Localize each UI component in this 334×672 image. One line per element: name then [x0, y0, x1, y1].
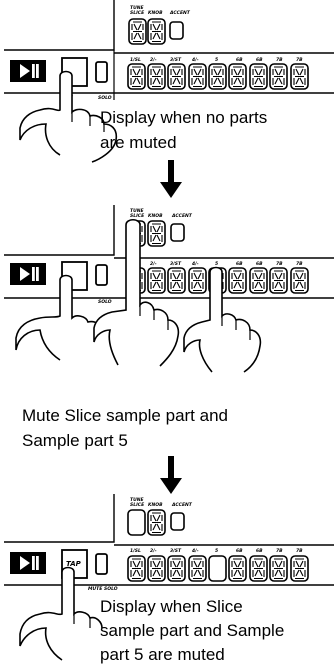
tap-label: TAP [66, 560, 82, 568]
svg-text:4/-: 4/- [192, 261, 199, 267]
play-pause-button[interactable] [10, 263, 46, 285]
play-pause-button[interactable] [10, 60, 46, 82]
digit-knob [147, 18, 166, 45]
svg-text:6B: 6B [256, 261, 263, 267]
svg-text:7B: 7B [276, 57, 283, 63]
solo-button[interactable] [95, 553, 108, 575]
caption-step-2-line-2: Sample part 5 [22, 431, 128, 450]
svg-text:ACCENT: ACCENT [171, 213, 193, 219]
label-mute: MUTE [88, 586, 103, 592]
svg-text:7B: 7B [296, 548, 303, 554]
solo-button[interactable] [95, 61, 108, 83]
svg-text:5: 5 [215, 57, 218, 63]
digit-part-5-muted [208, 555, 227, 582]
accent-button[interactable] [170, 512, 185, 531]
svg-text:KNOB: KNOB [148, 502, 163, 508]
caption-step-2-line-1: Mute Slice sample part and [22, 406, 228, 425]
part-labels-row-1: 1/SL 2/- 3/ST 4/- 5 6B 6B 7B 7B [130, 57, 303, 63]
down-arrow-2 [160, 456, 182, 494]
svg-text:3/ST: 3/ST [170, 261, 182, 267]
svg-text:TUNE: TUNE [130, 208, 144, 214]
svg-text:6B: 6B [256, 548, 263, 554]
svg-text:SLICE: SLICE [130, 502, 145, 508]
svg-text:5: 5 [215, 261, 218, 267]
svg-text:6B: 6B [236, 548, 243, 554]
label-solo: SOLO [104, 586, 118, 592]
caption-step-3-line-3: part 5 are muted [100, 645, 225, 664]
svg-text:ACCENT: ACCENT [171, 502, 193, 508]
panel-3: TAP MUTE SOLO TUNE SLICE KNOB ACCENT 1/S… [4, 494, 334, 664]
part-labels-row-3: 1/SL 2/- 3/ST 4/- 5 6B 6B 7B 7B [130, 548, 303, 554]
play-pause-button[interactable] [10, 552, 46, 574]
svg-text:4/-: 4/- [192, 57, 199, 63]
caption-step-3-line-1: Display when Slice [100, 597, 243, 616]
panel-1: PART SOLO TUNE SLICE KNOB ACCENT 1/SL 2/… [4, 0, 334, 163]
svg-text:TUNE: TUNE [130, 497, 144, 503]
digit-tune [128, 18, 147, 45]
svg-text:3/ST: 3/ST [170, 57, 182, 63]
svg-text:7B: 7B [276, 548, 283, 554]
accent-button[interactable] [170, 223, 185, 242]
svg-text:6B: 6B [236, 261, 243, 267]
svg-text:SLICE: SLICE [130, 213, 145, 219]
svg-text:2/-: 2/- [150, 261, 157, 267]
caption-step-1-line-1: Display when no parts [100, 108, 267, 127]
svg-text:6B: 6B [236, 57, 243, 63]
label-tune: TUNE [130, 5, 144, 11]
digit-tune-muted [127, 509, 146, 536]
svg-text:5: 5 [215, 548, 218, 554]
label-accent: ACCENT [169, 10, 191, 16]
caption-step-1-line-2: are muted [100, 133, 177, 152]
part-digits-row-1 [127, 63, 309, 90]
svg-text:7B: 7B [296, 57, 303, 63]
hand-1 [19, 70, 118, 163]
svg-text:6B: 6B [256, 57, 263, 63]
part-digits-row-3 [127, 555, 309, 582]
down-arrow-1 [160, 160, 182, 198]
caption-step-3-line-2: sample part and Sample [100, 621, 284, 640]
svg-text:1/SL: 1/SL [130, 57, 141, 63]
accent-button[interactable] [169, 21, 184, 40]
svg-text:1/SL: 1/SL [130, 548, 141, 554]
label-solo: SOLO [98, 95, 112, 101]
label-knob: KNOB [148, 10, 163, 16]
svg-text:KNOB: KNOB [148, 213, 163, 219]
part-labels-row-2: 1/SL 2/- 3/ST 4/- 5 6B 6B 7B 7B [130, 261, 303, 267]
hand-2-left [15, 274, 103, 361]
solo-button[interactable] [95, 264, 108, 286]
label-slice: SLICE [130, 10, 145, 16]
svg-text:3/ST: 3/ST [170, 548, 182, 554]
hand-2-middle [93, 218, 180, 367]
panel-2: SOLO TUNE SLICE KNOB ACCENT 1/SL 2/- 3/S… [4, 205, 334, 373]
svg-text:2/-: 2/- [150, 57, 157, 63]
hand-3 [19, 566, 103, 661]
svg-text:4/-: 4/- [192, 548, 199, 554]
svg-text:7B: 7B [276, 261, 283, 267]
svg-text:7B: 7B [296, 261, 303, 267]
svg-text:2/-: 2/- [150, 548, 157, 554]
label-solo: SOLO [98, 299, 112, 305]
